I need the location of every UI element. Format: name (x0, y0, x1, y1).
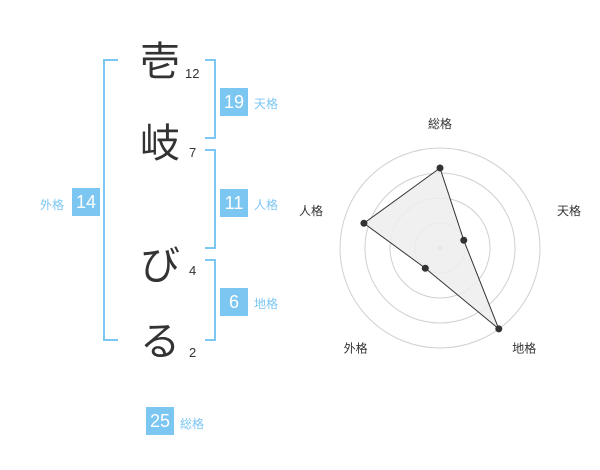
chikaku-label: 地格 (254, 297, 279, 311)
radar-axis-label-1: 総格 (428, 116, 452, 131)
radar-series-polygon (363, 167, 500, 330)
soukaku-label: 総格 (180, 417, 205, 431)
radar-point-5 (360, 219, 368, 227)
radar-axis-label-5: 人格 (299, 203, 323, 218)
radar-axis-label-4: 外格 (344, 341, 368, 356)
soukaku-value: 25 (146, 407, 174, 435)
radar-ring (339, 147, 541, 349)
stroke-count-2: 7 (189, 145, 197, 160)
name-char-1: 壱 (140, 39, 180, 85)
jinkaku-label: 人格 (254, 198, 279, 212)
name-char-4: る (140, 319, 180, 365)
chikaku-value: 6 (220, 288, 248, 316)
radar-axis-label-3: 地格 (512, 341, 536, 356)
stroke-count-4: 2 (189, 345, 197, 360)
radar-point-2 (460, 236, 468, 244)
tenkaku-value: 19 (220, 88, 248, 116)
name-char-3: び (140, 243, 180, 289)
stroke-count-1: 12 (185, 66, 200, 81)
jinkaku-bracket (205, 149, 216, 249)
tenkaku-bracket (205, 59, 216, 139)
stroke-count-3: 4 (189, 263, 197, 278)
tenkaku-label: 天格 (254, 97, 279, 111)
radar-axis-label-2: 天格 (557, 203, 581, 218)
name-char-2: 岐 (140, 121, 180, 167)
jinkaku-value: 11 (220, 189, 248, 217)
chikaku-bracket (205, 259, 216, 341)
gaikaku-label: 外格 (40, 198, 65, 212)
radar-point-4 (421, 264, 429, 272)
gaikaku-bracket (103, 59, 118, 341)
radar-point-3 (495, 325, 503, 333)
gaikaku-value: 14 (72, 188, 100, 216)
radar-point-1 (436, 164, 444, 172)
